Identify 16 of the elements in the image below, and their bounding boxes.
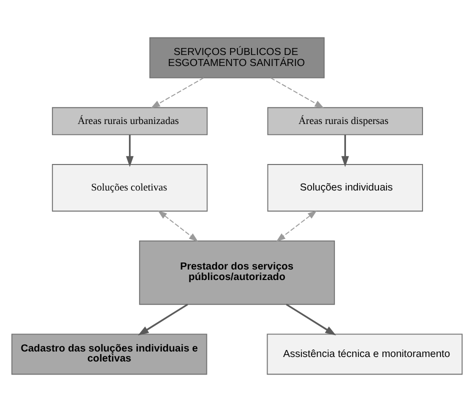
arrow bbox=[270, 76, 324, 108]
arrow bbox=[276, 210, 317, 242]
arrow bbox=[126, 134, 134, 166]
node-box: Cadastro das soluções individuais e coletivas bbox=[11, 333, 208, 374]
node-box: Áreas rurais urbanizadas bbox=[52, 106, 208, 135]
arrow bbox=[138, 303, 188, 335]
node-box: Prestador dos serviços públicos/autorizado bbox=[139, 240, 335, 304]
node-box: Soluções individuais bbox=[267, 164, 423, 212]
node-box: Assistência técnica e monitoramento bbox=[266, 333, 463, 374]
node-box: Soluções coletivas bbox=[52, 164, 208, 212]
arrow bbox=[158, 210, 198, 242]
node-box: SERVIÇOS PÚBLICOS DE ESGOTAMENTO SANITÁRIO bbox=[149, 36, 325, 78]
node-box: Áreas rurais dispersas bbox=[267, 106, 423, 135]
arrow bbox=[150, 76, 204, 108]
arrow bbox=[286, 303, 336, 335]
arrow bbox=[341, 134, 349, 166]
